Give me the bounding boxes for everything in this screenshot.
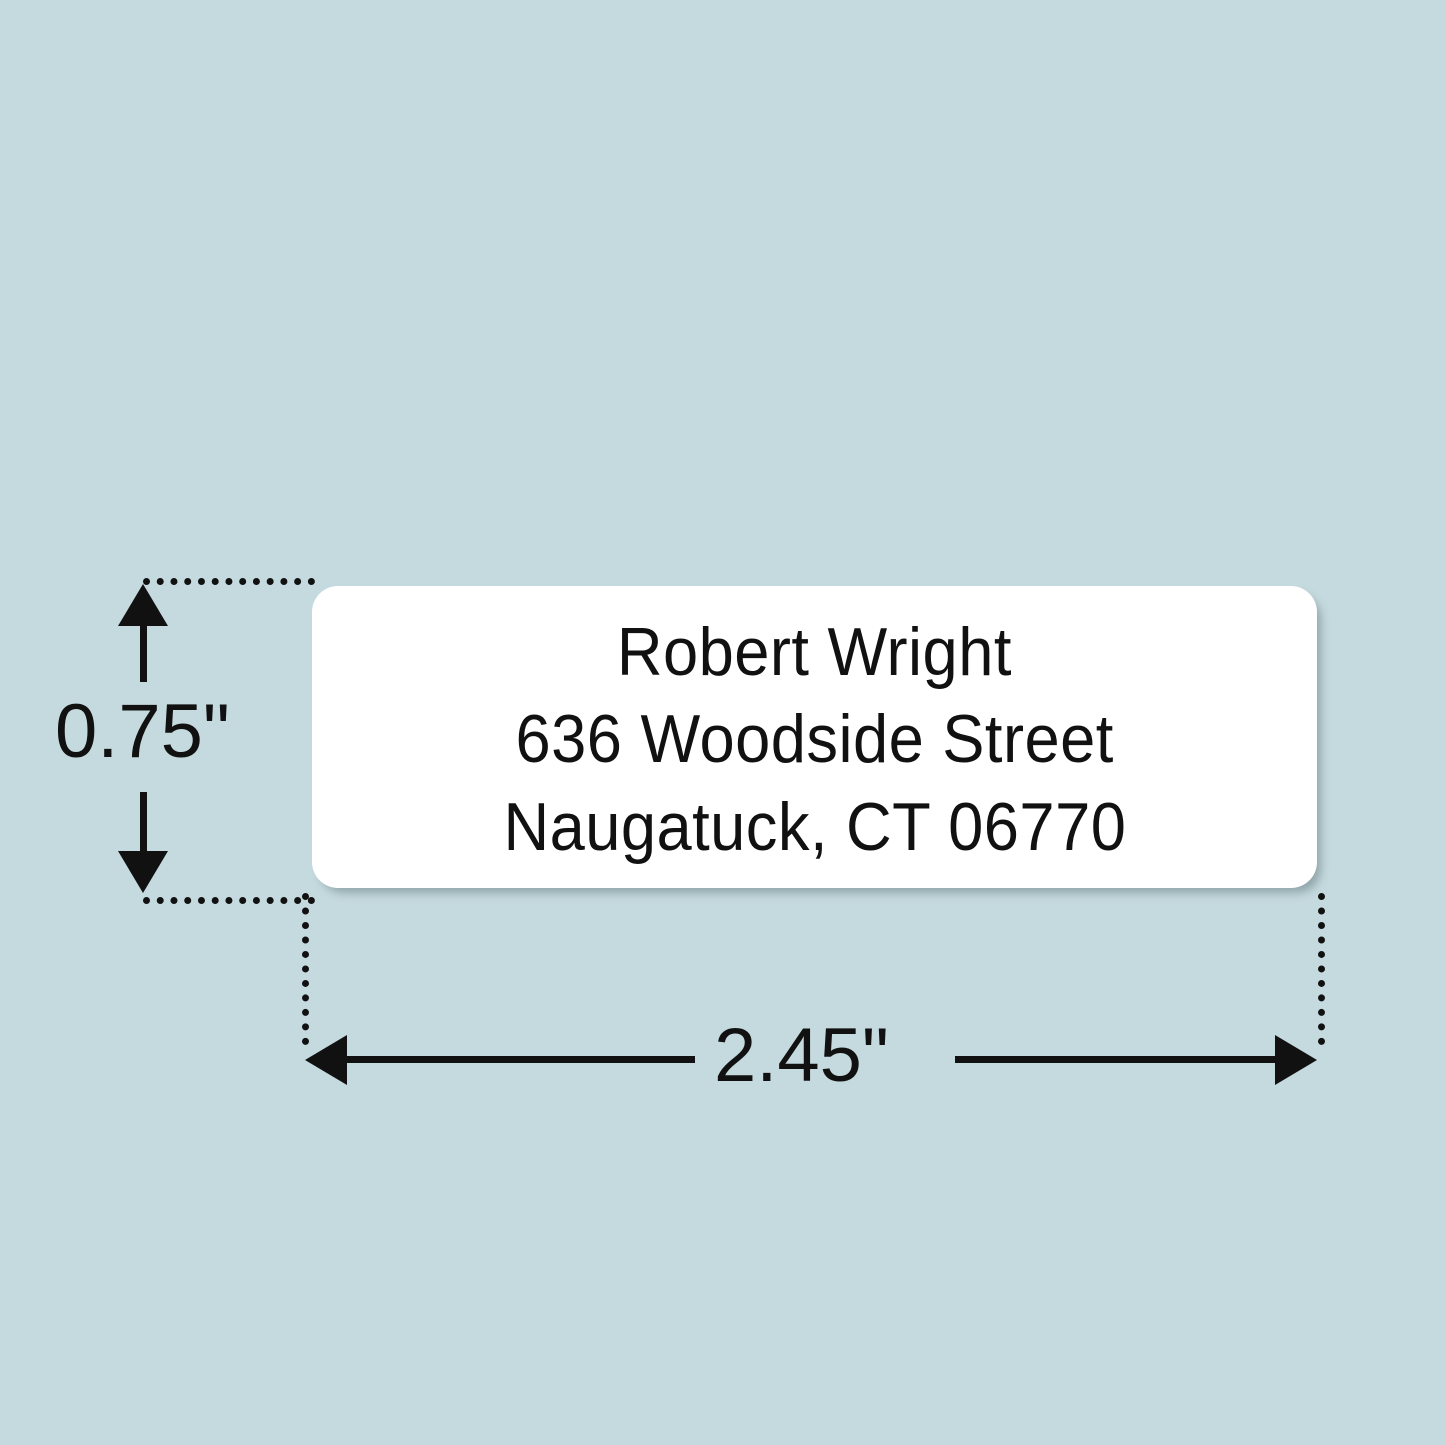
address-line-city-state-zip: Naugatuck, CT 06770: [503, 788, 1126, 865]
height-extension-line-top: [143, 578, 315, 585]
address-line-street: 636 Woodside Street: [515, 701, 1114, 778]
height-arrow-shaft-upper: [140, 620, 147, 682]
width-arrowhead-right-icon: [1275, 1035, 1317, 1085]
width-arrow-shaft-left: [345, 1056, 695, 1063]
height-arrow-shaft-lower: [140, 792, 147, 854]
height-arrowhead-up-icon: [118, 584, 168, 626]
height-extension-line-bottom: [143, 897, 315, 904]
height-dimension-label: 0.75": [55, 689, 230, 774]
width-arrow-shaft-right: [955, 1056, 1277, 1063]
height-arrowhead-down-icon: [118, 851, 168, 893]
width-arrowhead-left-icon: [305, 1035, 347, 1085]
address-label-card[interactable]: Robert Wright 636 Woodside Street Naugat…: [312, 586, 1317, 888]
address-line-name: Robert Wright: [616, 614, 1012, 691]
width-extension-line-right: [1318, 893, 1325, 1045]
width-extension-line-left: [302, 893, 309, 1045]
width-dimension-label: 2.45": [714, 1013, 889, 1098]
